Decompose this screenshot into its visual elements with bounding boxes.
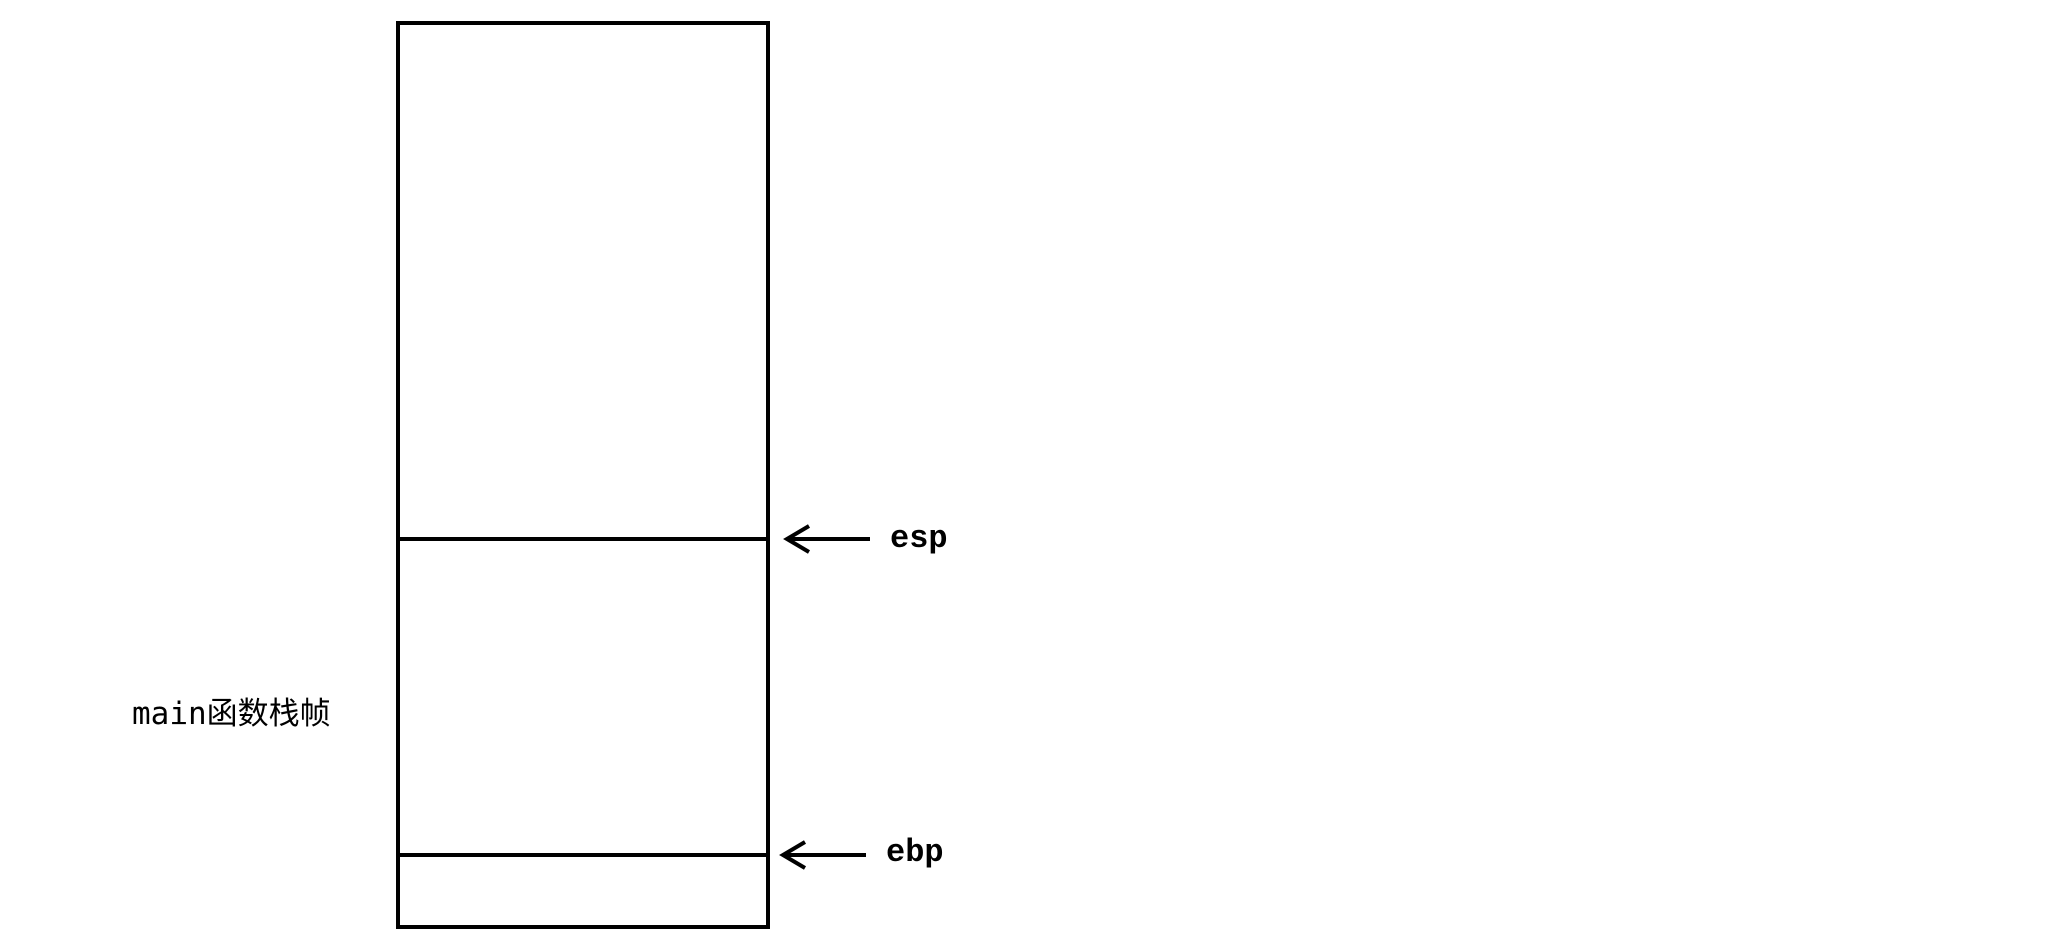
frame-label: main函数栈帧 bbox=[132, 696, 331, 732]
ebp-label: ebp bbox=[886, 834, 944, 871]
ebp-arrow-icon bbox=[779, 840, 866, 870]
esp-boundary-line bbox=[396, 537, 770, 541]
esp-label: esp bbox=[890, 520, 948, 557]
esp-arrow-icon bbox=[783, 524, 870, 554]
stack-frame-box bbox=[396, 21, 770, 929]
ebp-boundary-line bbox=[396, 853, 770, 857]
